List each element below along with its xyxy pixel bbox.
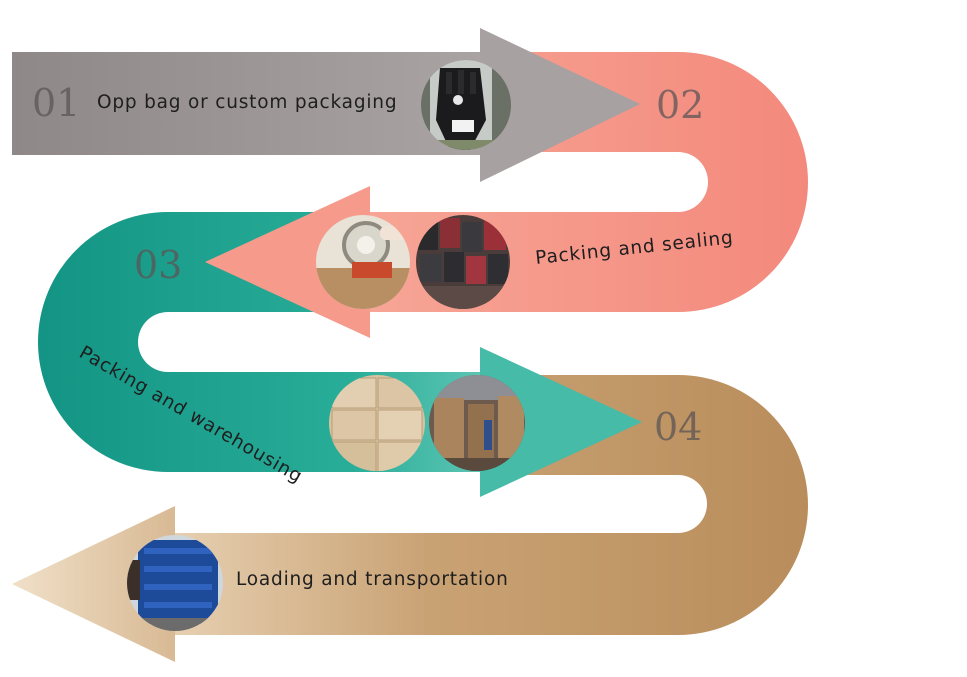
step-number-02: 02: [656, 83, 704, 127]
photo-truck-loading: [127, 535, 223, 631]
photo-stacked-cartons: [329, 375, 425, 471]
photo-warehouse: [429, 375, 525, 471]
photo-gloves-in-bag: [421, 60, 511, 150]
step-04-band: [12, 375, 808, 662]
step-01-band: [12, 28, 640, 182]
step-label-04: Loading and transportation: [236, 569, 509, 590]
photo-bagged-gloves: [416, 215, 510, 309]
step-number-03: 03: [134, 243, 182, 287]
step-number-01: 01: [32, 81, 80, 125]
step-number-04: 04: [654, 405, 702, 449]
step-label-01: Opp bag or custom packaging: [97, 92, 397, 113]
